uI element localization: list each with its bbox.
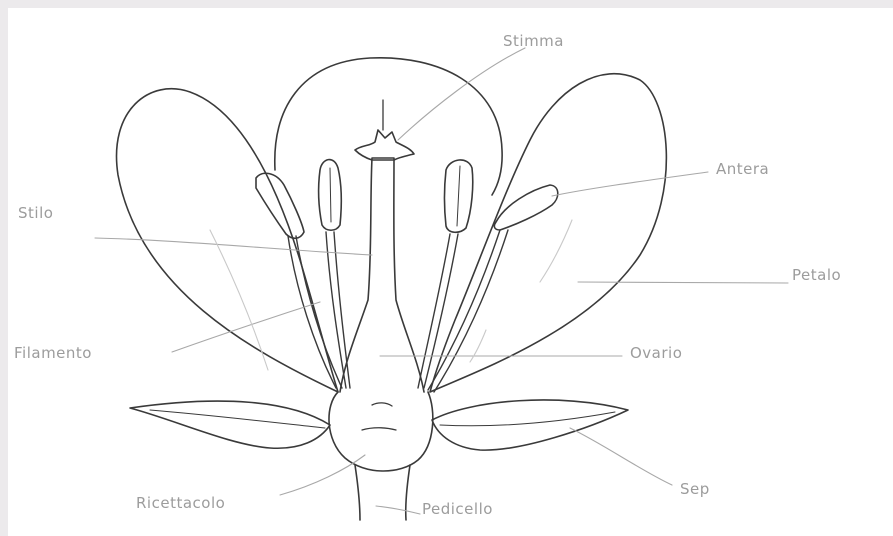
label-stigma: Stimma (503, 32, 564, 50)
label-filamento: Filamento (14, 344, 92, 362)
right-sepal-vein (440, 412, 615, 426)
leader-ricettacolo (280, 455, 365, 495)
sketch-stroke-1 (210, 230, 268, 370)
sketch-stroke-2 (540, 220, 572, 282)
leader-pedicello (376, 506, 420, 514)
right-sepal (432, 400, 628, 450)
left-inner-anther-line (330, 168, 331, 222)
left-sepal-vein (150, 410, 325, 428)
leader-antera (552, 172, 708, 196)
label-sep: Sep (680, 480, 710, 498)
right-outer-filament-2 (434, 230, 508, 392)
label-antera: Antera (716, 160, 769, 178)
center-petal (275, 58, 502, 195)
label-stilo: Stilo (18, 204, 53, 222)
leader-petalo (578, 282, 788, 283)
label-ovario: Ovario (630, 344, 682, 362)
sketch-stroke-3 (470, 330, 486, 362)
ovary (340, 158, 424, 392)
leader-stilo (95, 238, 372, 255)
label-petalo: Petalo (792, 266, 841, 284)
receptacle-mark-1 (362, 428, 396, 430)
right-inner-filament (418, 234, 450, 388)
receptacle-mark-2 (372, 403, 392, 406)
stigma (355, 130, 414, 160)
receptacle (329, 392, 433, 471)
pedicel-left (355, 465, 360, 520)
label-pedicello: Pedicello (422, 500, 493, 518)
label-ricettacolo: Ricettacolo (136, 494, 225, 512)
right-inner-anther-line (457, 166, 460, 226)
right-outer-anther (494, 185, 557, 230)
right-inner-filament-2 (424, 234, 458, 388)
left-sepal (130, 401, 330, 448)
leader-sep (570, 428, 672, 485)
